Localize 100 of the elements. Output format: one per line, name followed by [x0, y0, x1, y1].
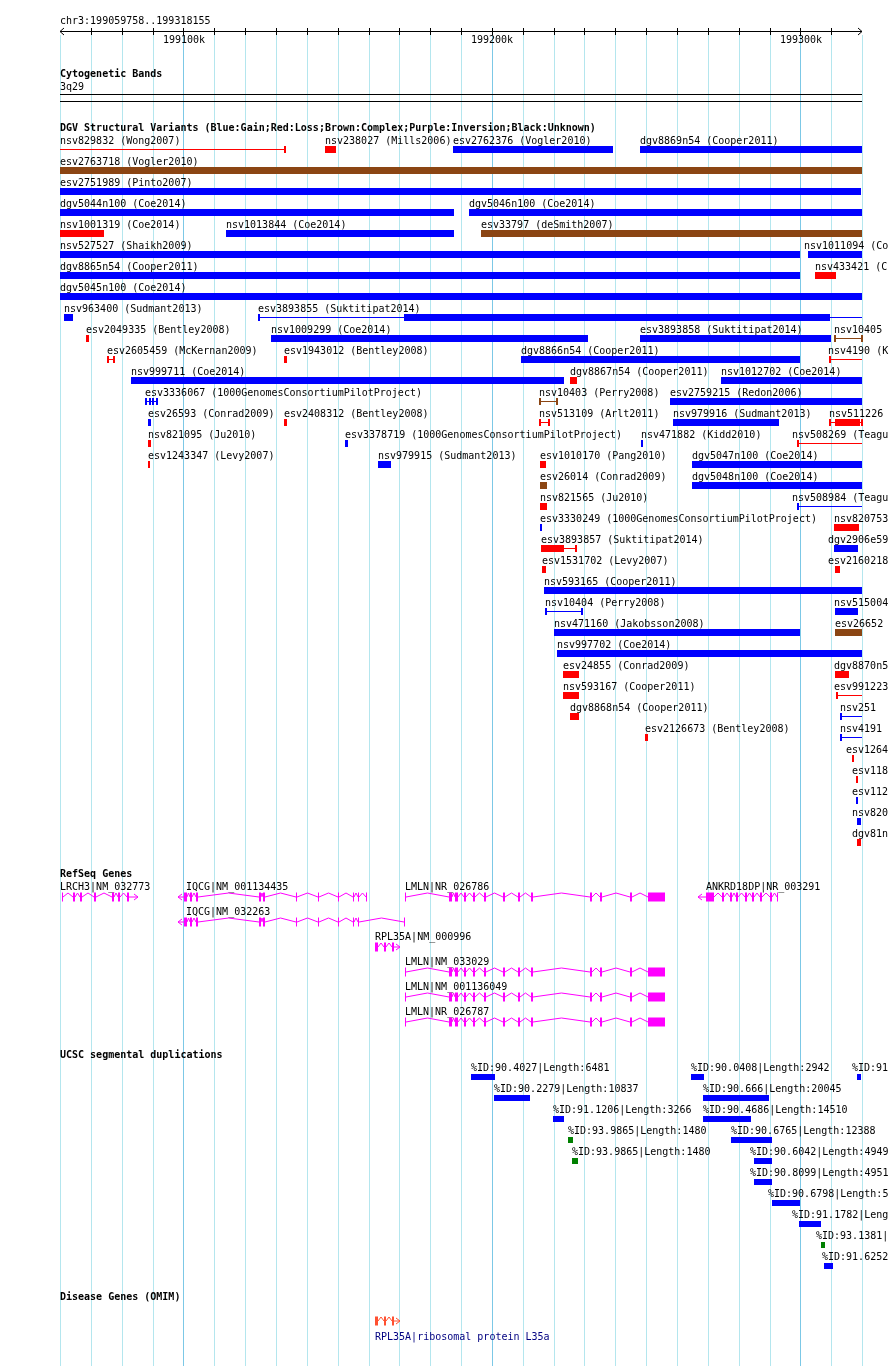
- gene-label: LMLN|NM_001136049: [405, 981, 508, 993]
- variant-label: esv26593 (Conrad2009): [148, 408, 275, 420]
- duplication-label: %ID:90.666|Length:20045: [703, 1083, 842, 1095]
- variant-label: esv33797 (deSmith2007): [481, 219, 614, 231]
- duplication-label: %ID:90.4027|Length:6481: [471, 1062, 610, 1074]
- duplication-label: %ID:90.4686|Length:14510: [703, 1104, 848, 1116]
- coordinate-label: 199200k: [471, 34, 514, 46]
- variant-label: nsv10403 (Perry2008): [539, 387, 660, 399]
- region-label: chr3:199059758..199318155: [60, 15, 211, 27]
- variant-label: nsv508984 (Teagu: [792, 492, 889, 504]
- duplication-label: %ID:90.6765|Length:12388: [731, 1125, 876, 1137]
- variant-label: nsv10405: [834, 324, 883, 336]
- variant-label: esv3378719 (1000GenomesConsortiumPilotProject): [345, 429, 622, 441]
- variant-label: esv3893857 (Suktitipat2014): [541, 534, 704, 546]
- variant-label: nsv4191: [840, 723, 883, 735]
- gene-label: LMLN|NM_033029: [405, 956, 490, 968]
- variant-label: esv2763718 (Vogler2010): [60, 156, 199, 168]
- variant-label: esv2751989 (Pinto2007): [60, 177, 193, 189]
- variant-label: esv112: [852, 786, 889, 798]
- variant-label: nsv979916 (Sudmant2013): [673, 408, 812, 420]
- variant-label: esv1010170 (Pang2010): [540, 450, 667, 462]
- variant-label: nsv1011094 (Co: [804, 240, 889, 252]
- variant-label: dgv8868n54 (Cooper2011): [570, 702, 709, 714]
- variant-label: esv1243347 (Levy2007): [148, 450, 275, 462]
- variant-label: dgv5045n100 (Coe2014): [60, 282, 187, 294]
- variant-label: nsv1009299 (Coe2014): [271, 324, 392, 336]
- duplication-label: %ID:91.6252: [822, 1251, 889, 1263]
- variant-label: dgv5047n100 (Coe2014): [692, 450, 819, 462]
- gene-label: IQCG|NM_001134435: [186, 881, 289, 893]
- duplication-label: %ID:90.0408|Length:2942: [691, 1062, 830, 1074]
- variant-label: esv2408312 (Bentley2008): [284, 408, 429, 420]
- track-title: Cytogenetic Bands: [60, 68, 163, 80]
- gene-label: LMLN|NR_026786: [405, 881, 490, 893]
- duplication-label: %ID:90.6798|Length:5: [768, 1188, 889, 1200]
- variant-label: esv3330249 (1000GenomesConsortiumPilotProject): [540, 513, 817, 525]
- variant-label: nsv513109 (Arlt2011): [539, 408, 660, 420]
- track-title: DGV Structural Variants (Blue:Gain;Red:Loss;Brown:Complex;Purple:Inversion;Black:Unknown): [60, 122, 596, 134]
- duplication-label: %ID:90.8099|Length:4951: [750, 1167, 889, 1179]
- variant-label: nsv4190 (K: [828, 345, 889, 357]
- variant-label: esv1264: [846, 744, 889, 756]
- variant-label: esv3893855 (Suktitipat2014): [258, 303, 421, 315]
- variant-label: esv26014 (Conrad2009): [540, 471, 667, 483]
- variant-label: nsv829832 (Wong2007): [60, 135, 181, 147]
- gene-label: RPL35A|NM_000996: [375, 931, 472, 943]
- coordinate-label: 199100k: [163, 34, 206, 46]
- variant-label: nsv963400 (Sudmant2013): [64, 303, 203, 315]
- variant-label: nsv471882 (Kidd2010): [641, 429, 762, 441]
- variant-label: esv991223: [834, 681, 889, 693]
- variant-label: nsv515004: [834, 597, 889, 609]
- variant-label: esv2762376 (Vogler2010): [453, 135, 592, 147]
- track-title: Disease Genes (OMIM): [60, 1291, 181, 1303]
- variant-label: esv2126673 (Bentley2008): [645, 723, 790, 735]
- variant-label: esv2759215 (Redon2006): [670, 387, 803, 399]
- variant-label: esv2605459 (McKernan2009): [107, 345, 258, 357]
- duplication-label: %ID:93.9865|Length:1480: [572, 1146, 711, 1158]
- variant-label: dgv8866n54 (Cooper2011): [521, 345, 660, 357]
- duplication-label: %ID:93.9865|Length:1480: [568, 1125, 707, 1137]
- variant-label: nsv820: [852, 807, 889, 819]
- variant-label: nsv593167 (Cooper2011): [563, 681, 696, 693]
- duplication-label: %ID:90.6042|Length:4949: [750, 1146, 889, 1158]
- variant-label: dgv8867n54 (Cooper2011): [570, 366, 709, 378]
- variant-label: dgv5044n100 (Coe2014): [60, 198, 187, 210]
- duplication-label: %ID:90.2279|Length:10837: [494, 1083, 639, 1095]
- coordinate-label: 199300k: [780, 34, 823, 46]
- track-title: UCSC segmental duplications: [60, 1049, 223, 1061]
- variant-label: esv1943012 (Bentley2008): [284, 345, 429, 357]
- variant-label: esv2160218: [828, 555, 889, 567]
- variant-label: nsv1012702 (Coe2014): [721, 366, 842, 378]
- duplication-label: %ID:93.1381|: [816, 1230, 889, 1242]
- variant-label: esv26652: [835, 618, 884, 630]
- duplication-label: %ID:91: [852, 1062, 889, 1074]
- variant-label: nsv508269 (Teagu: [792, 429, 889, 441]
- variant-label: nsv433421 (C: [815, 261, 888, 273]
- variant-label: dgv8865n54 (Cooper2011): [60, 261, 199, 273]
- disease-gene-label: RPL35A|ribosomal protein L35a: [375, 1331, 550, 1343]
- variant-label: nsv821565 (Ju2010): [540, 492, 649, 504]
- gene-label: LMLN|NR_026787: [405, 1006, 490, 1018]
- variant-label: nsv979915 (Sudmant2013): [378, 450, 517, 462]
- variant-label: esv3336067 (1000GenomesConsortiumPilotProject): [145, 387, 422, 399]
- variant-label: esv3893858 (Suktitipat2014): [640, 324, 803, 336]
- variant-label: nsv999711 (Coe2014): [131, 366, 246, 378]
- variant-label: dgv2906e59: [828, 534, 889, 546]
- variant-label: esv1531702 (Levy2007): [542, 555, 669, 567]
- variant-label: esv2049335 (Bentley2008): [86, 324, 231, 336]
- variant-label: nsv238027 (Mills2006): [325, 135, 452, 147]
- variant-label: dgv8869n54 (Cooper2011): [640, 135, 779, 147]
- variant-label: esv118: [852, 765, 889, 777]
- variant-label: nsv511226: [829, 408, 884, 420]
- variant-label: nsv820753: [834, 513, 889, 525]
- gene-label: IQCG|NM_032263: [186, 906, 271, 918]
- variant-label: nsv1013844 (Coe2014): [226, 219, 347, 231]
- band-label: 3q29: [60, 81, 85, 93]
- variant-label: dgv5046n100 (Coe2014): [469, 198, 596, 210]
- variant-label: nsv593165 (Cooper2011): [544, 576, 677, 588]
- variant-label: nsv821095 (Ju2010): [148, 429, 257, 441]
- variant-label: dgv8870n5: [834, 660, 889, 672]
- variant-label: nsv251: [840, 702, 877, 714]
- gene-label: ANKRD18DP|NR_003291: [706, 881, 821, 893]
- variant-label: nsv527527 (Shaikh2009): [60, 240, 193, 252]
- gene-label: LRCH3|NM_032773: [60, 881, 151, 893]
